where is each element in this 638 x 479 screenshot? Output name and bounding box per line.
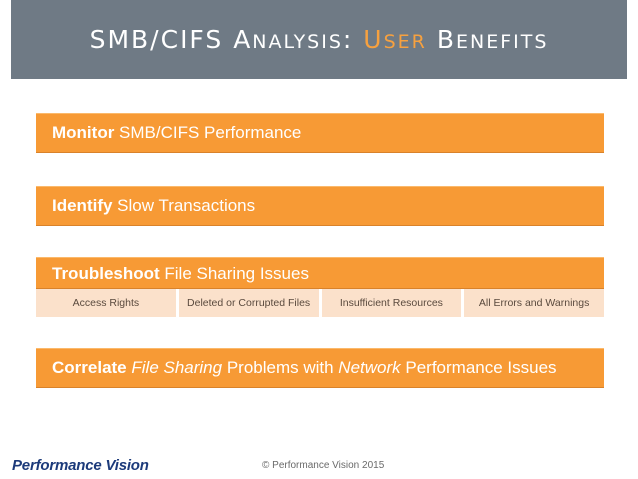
title-bar: SMB/CIFS ANALYSIS: USER BENEFITS	[11, 0, 627, 79]
slide-title: SMB/CIFS ANALYSIS: USER BENEFITS	[89, 25, 549, 54]
subitem-deleted-files: Deleted or Corrupted Files	[178, 289, 319, 317]
troubleshoot-subitems: Access Rights Deleted or Corrupted Files…	[36, 289, 604, 317]
subitem-insufficient-resources: Insufficient Resources	[321, 289, 462, 317]
copyright-text: © Performance Vision 2015	[262, 460, 385, 471]
subitem-errors-warnings: All Errors and Warnings	[464, 289, 604, 317]
benefit-correlate: Correlate File Sharing Problems with Net…	[36, 348, 604, 388]
benefit-monitor: Monitor SMB/CIFS Performance	[36, 113, 604, 153]
subitem-access-rights: Access Rights	[36, 289, 176, 317]
company-logo: Performance Vision	[12, 457, 149, 474]
benefit-identify: Identify Slow Transactions	[36, 186, 604, 226]
benefit-troubleshoot: Troubleshoot File Sharing Issues	[36, 257, 604, 289]
